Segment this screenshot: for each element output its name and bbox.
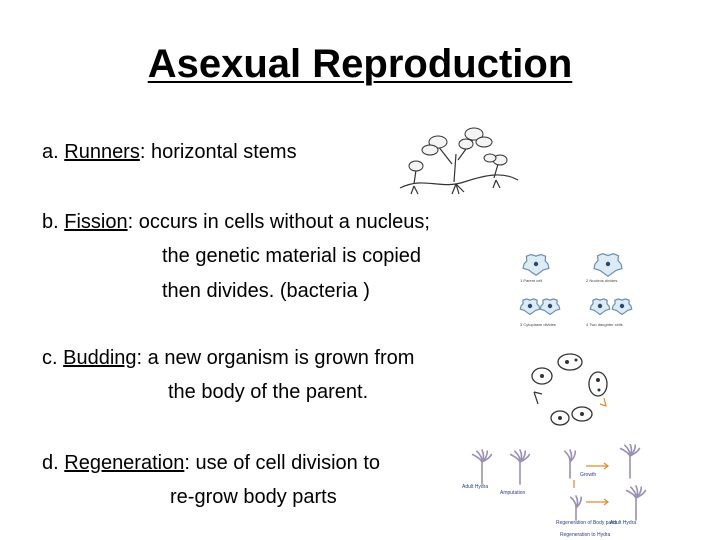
hydra-shape xyxy=(625,485,647,521)
cell-nucleus xyxy=(533,261,539,267)
item-continuation: the body of the parent. xyxy=(168,381,369,403)
caption-regeneration-hydra: Regeneration to Hydra xyxy=(560,532,611,538)
hydra-shape xyxy=(509,449,531,485)
cell-nucleus xyxy=(605,261,611,267)
caption-adult-hydra: Adult Hydra xyxy=(462,484,488,490)
caption-daughter-cells: 4 Two daughter cells xyxy=(586,322,623,327)
cell-nucleus xyxy=(527,303,533,309)
caption-amputation: Amputation xyxy=(500,490,526,496)
item-continuation: re-grow body parts xyxy=(170,486,337,508)
cell-nucleus xyxy=(547,303,553,309)
item-continuation: the genetic material is copied xyxy=(162,245,422,267)
caption-adult-hydra-2: Adult Hydra xyxy=(610,520,636,526)
item-letter: b. xyxy=(42,211,59,233)
caption-growth: Growth xyxy=(580,472,596,478)
item-description: : horizontal stems xyxy=(139,141,297,163)
term-runners: Runners xyxy=(64,141,140,163)
caption-nucleus-divides: 2 Nucleus divides xyxy=(586,278,617,283)
item-letter: c. xyxy=(42,347,58,369)
caption-cytoplasm-divides: 3 Cytoplasm divides xyxy=(520,322,556,327)
cell-nucleus xyxy=(597,303,603,309)
item-letter: d. xyxy=(42,452,59,474)
hydra-shape xyxy=(619,444,641,479)
hydra-shape xyxy=(471,449,493,485)
cell-nucleus xyxy=(619,303,625,309)
item-description: : a new organism is grown from xyxy=(136,347,415,369)
strawberry-runner-plant-icon xyxy=(399,127,519,195)
item-letter: a. xyxy=(42,141,59,163)
yeast-budding-cycle-icon xyxy=(531,353,608,426)
item-continuation: then divides. (bacteria ) xyxy=(162,280,370,302)
caption-regeneration-parts: Regeneration of Body parts xyxy=(556,520,617,526)
item-runners: a. Runners: horizontal stems xyxy=(42,141,297,164)
hydra-regeneration-icon: Adult Hydra Amputation Growth Regenerati… xyxy=(462,444,647,538)
caption-parent-cell: 1 Parent cell xyxy=(520,278,542,283)
term-budding: Budding xyxy=(63,347,137,369)
item-description: : occurs in cells without a nucleus; xyxy=(127,211,430,233)
item-description: : use of cell division to xyxy=(184,452,380,474)
term-regeneration: Regeneration xyxy=(64,452,185,474)
slide-title: Asexual Reproduction xyxy=(147,42,573,86)
hydra-shape xyxy=(564,449,577,479)
binary-fission-cells-icon: 1 Parent cell 2 Nucleus divides 3 Cytopl… xyxy=(519,253,633,327)
item-budding: c. Budding: a new organism is grown from xyxy=(42,347,414,370)
term-fission: Fission xyxy=(64,211,128,233)
hydra-shape xyxy=(570,495,583,521)
item-regeneration: d. Regeneration: use of cell division to xyxy=(42,452,380,475)
item-fission: b. Fission: occurs in cells without a nu… xyxy=(42,211,430,234)
